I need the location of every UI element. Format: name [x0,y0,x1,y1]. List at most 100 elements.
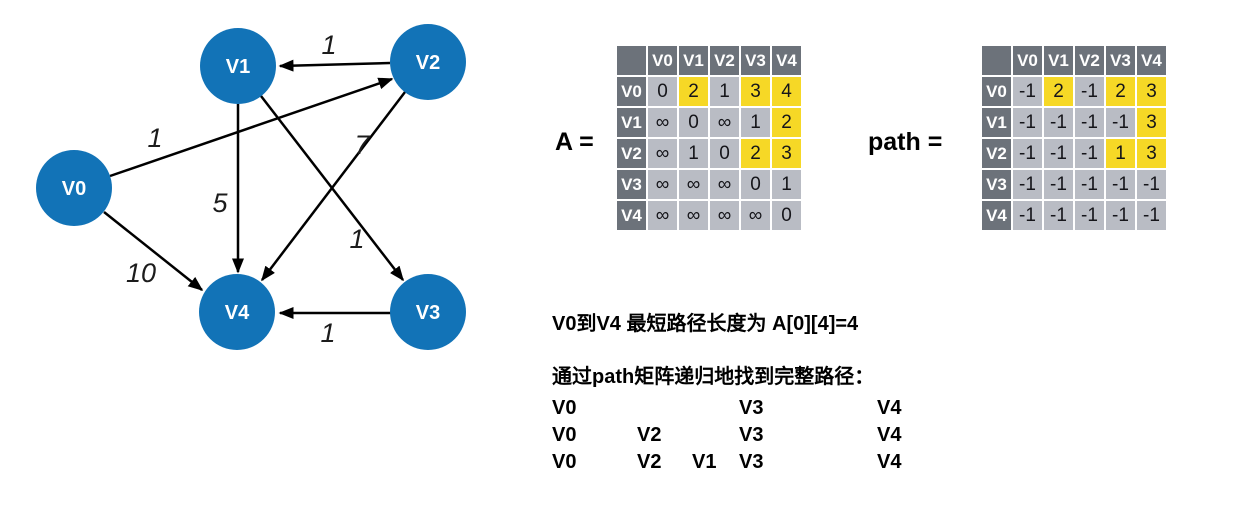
matrix-path-row-v0: V0 -1 2 -1 2 3 [982,77,1166,106]
graph-edges [103,59,406,319]
path-cell-r1-c0: -1 [1013,108,1042,137]
a-cell-r4-c3: ∞ [741,201,770,230]
a-cell-r4-c1: ∞ [679,201,708,230]
trace-step: V0 [552,424,577,446]
a-cell-r3-c2: ∞ [710,170,739,199]
a-cell-r0-c0: 0 [648,77,677,106]
trace-step: V2 [637,451,662,473]
matrix-a-row-header-v0: V0 [617,77,646,106]
matrix-a-row-header-v3: V3 [617,170,646,199]
matrix-path-col-header-v3: V3 [1106,46,1135,75]
trace-step: V4 [877,397,902,419]
path-cell-r3-c0: -1 [1013,170,1042,199]
a-cell-r2-c3: 2 [741,139,770,168]
a-cell-r3-c4: 1 [772,170,801,199]
a-cell-r2-c1: 1 [679,139,708,168]
trace-step: V1 [692,451,717,473]
graph-canvas: 1 1 10 5 1 7 1 V0 V1 V2 V3 V4 [36,24,466,350]
a-cell-r0-c2: 1 [710,77,739,106]
a-cell-r1-c2: ∞ [710,108,739,137]
a-cell-r2-c4: 3 [772,139,801,168]
node-v3 [390,274,466,350]
node-v1 [200,28,276,104]
matrix-a-col-header-v2: V2 [710,46,739,75]
node-v1-label: V1 [226,56,250,78]
path-cell-r0-c4: 3 [1137,77,1166,106]
edge-weight-v2-v4: 7 [354,130,370,160]
note-shortest-path-length: V0到V4 最短路径长度为 A[0][4]=4 [552,313,859,335]
matrix-path-row-v4: V4 -1 -1 -1 -1 -1 [982,201,1166,230]
edge-weight-v1-v3: 1 [349,224,364,254]
trace-step: V2 [637,424,662,446]
matrix-a-row-v2: V2 ∞ 1 0 2 3 [617,139,801,168]
path-cell-r3-c1: -1 [1044,170,1073,199]
node-v4-label: V4 [225,302,250,324]
path-cell-r3-c2: -1 [1075,170,1104,199]
a-cell-r1-c1: 0 [679,108,708,137]
path-cell-r4-c4: -1 [1137,201,1166,230]
a-cell-r3-c0: ∞ [648,170,677,199]
a-cell-r4-c4: 0 [772,201,801,230]
matrix-path-row-header-v4: V4 [982,201,1011,230]
note-path-instruction: 通过path矩阵递归地找到完整路径： [552,366,875,388]
path-cell-r2-c4: 3 [1137,139,1166,168]
trace-row-1: V0 V3 V4 [552,397,972,421]
trace-row-3: V0 V2 V1 V3 V4 [552,451,972,475]
matrix-a-col-header-v0: V0 [648,46,677,75]
path-cell-r0-c3: 2 [1106,77,1135,106]
path-cell-r1-c3: -1 [1106,108,1135,137]
matrix-a-row-header-v1: V1 [617,108,646,137]
path-cell-r0-c2: -1 [1075,77,1104,106]
matrix-a-row-v4: V4 ∞ ∞ ∞ ∞ 0 [617,201,801,230]
matrix-path-label: path = [868,128,943,156]
a-cell-r0-c4: 4 [772,77,801,106]
path-cell-r4-c3: -1 [1106,201,1135,230]
node-v0 [36,150,112,226]
a-cell-r4-c0: ∞ [648,201,677,230]
node-v3-label: V3 [416,302,440,324]
graph-nodes: V0 V1 V2 V3 V4 [36,24,466,350]
path-cell-r0-c0: -1 [1013,77,1042,106]
matrix-a-row-header-v4: V4 [617,201,646,230]
trace-step: V0 [552,397,577,419]
path-cell-r1-c2: -1 [1075,108,1104,137]
edge-v0-v2 [109,77,394,178]
a-cell-r3-c3: 0 [741,170,770,199]
matrix-path-col-header-v4: V4 [1137,46,1166,75]
a-cell-r0-c3: 3 [741,77,770,106]
matrix-a-header-row: V0 V1 V2 V3 V4 [617,46,801,75]
matrix-a-row-v0: V0 0 2 1 3 4 [617,77,801,106]
path-cell-r2-c2: -1 [1075,139,1104,168]
a-cell-r1-c3: 1 [741,108,770,137]
a-cell-r1-c0: ∞ [648,108,677,137]
edge-weight-v1-v4: 5 [212,188,228,218]
matrix-a-label: A = [555,128,594,156]
a-cell-r3-c1: ∞ [679,170,708,199]
edge-v2-v4 [261,91,406,282]
path-cell-r4-c1: -1 [1044,201,1073,230]
matrix-a-row-v3: V3 ∞ ∞ ∞ 0 1 [617,170,801,199]
path-cell-r0-c1: 2 [1044,77,1073,106]
a-cell-r4-c2: ∞ [710,201,739,230]
a-cell-r2-c0: ∞ [648,139,677,168]
a-cell-r1-c4: 2 [772,108,801,137]
matrix-a-col-header-v4: V4 [772,46,801,75]
matrix-path-corner-cell [982,46,1011,75]
trace-step: V3 [739,451,764,473]
a-cell-r0-c1: 2 [679,77,708,106]
path-cell-r1-c4: 3 [1137,108,1166,137]
trace-step: V0 [552,451,577,473]
matrix-path: V0 V1 V2 V3 V4 V0 -1 2 -1 2 3 V1 -1 -1 -… [980,44,1168,232]
path-cell-r3-c3: -1 [1106,170,1135,199]
matrix-path-row-v2: V2 -1 -1 -1 1 3 [982,139,1166,168]
matrix-a: V0 V1 V2 V3 V4 V0 0 2 1 3 4 V1 ∞ 0 ∞ 1 2… [615,44,803,232]
a-cell-r2-c2: 0 [710,139,739,168]
matrix-path-row-v3: V3 -1 -1 -1 -1 -1 [982,170,1166,199]
edge-weight-v0-v2: 1 [147,123,162,153]
path-cell-r3-c4: -1 [1137,170,1166,199]
node-v0-label: V0 [62,178,86,200]
edge-v0-v4 [103,211,204,291]
matrix-a-corner-cell [617,46,646,75]
matrix-path-col-header-v0: V0 [1013,46,1042,75]
